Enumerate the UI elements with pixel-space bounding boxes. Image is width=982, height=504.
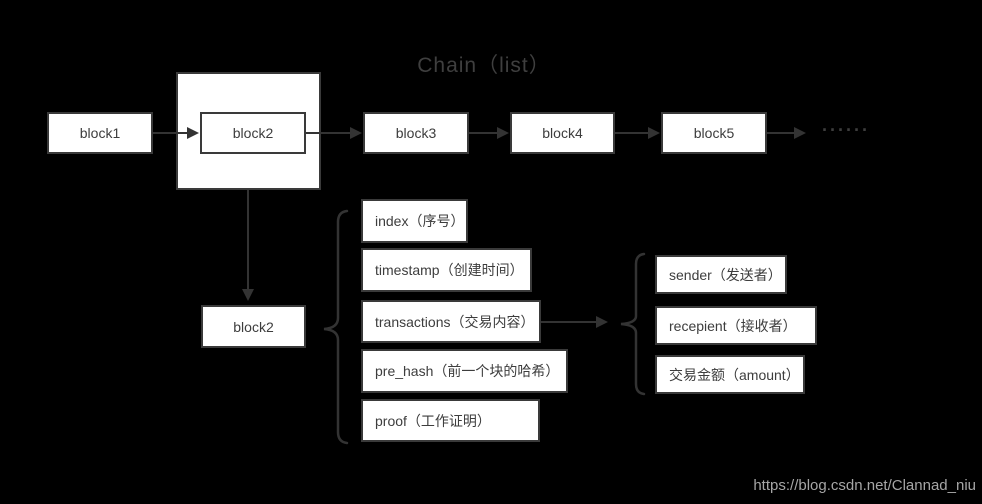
arrowhead-block2-block3 [350, 127, 362, 139]
field-pre-hash: pre_hash（前一个块的哈希） [361, 349, 568, 393]
field-proof: proof（工作证明） [361, 399, 540, 442]
arrowhead-block3-block4 [497, 127, 509, 139]
transaction-brace [620, 252, 646, 396]
field-index: index（序号） [361, 199, 468, 243]
chain-ellipsis: ······ [822, 120, 870, 140]
chain-block-2: block2 [200, 112, 306, 154]
field-sender: sender（发送者） [655, 255, 787, 294]
chain-block-4: block4 [510, 112, 615, 154]
watermark: https://blog.csdn.net/Clannad_niu [753, 477, 976, 494]
field-timestamp: timestamp（创建时间） [361, 248, 532, 292]
arrowhead-block5-more [794, 127, 806, 139]
fields-brace [323, 209, 349, 445]
chain-block-5: block5 [661, 112, 767, 154]
arrowhead-block4-block5 [648, 127, 660, 139]
chain-block-3: block3 [363, 112, 469, 154]
arrowhead-container-detail [242, 289, 254, 301]
detail-block2: block2 [201, 305, 306, 348]
field-recepient: recepient（接收者） [655, 306, 817, 345]
chain-block-1: block1 [47, 112, 153, 154]
field-amount: 交易金额（amount） [655, 355, 805, 394]
arrowhead-transactions-detail [596, 316, 608, 328]
diagram-title: Chain（list） [417, 54, 551, 77]
field-transactions: transactions（交易内容） [361, 300, 541, 343]
